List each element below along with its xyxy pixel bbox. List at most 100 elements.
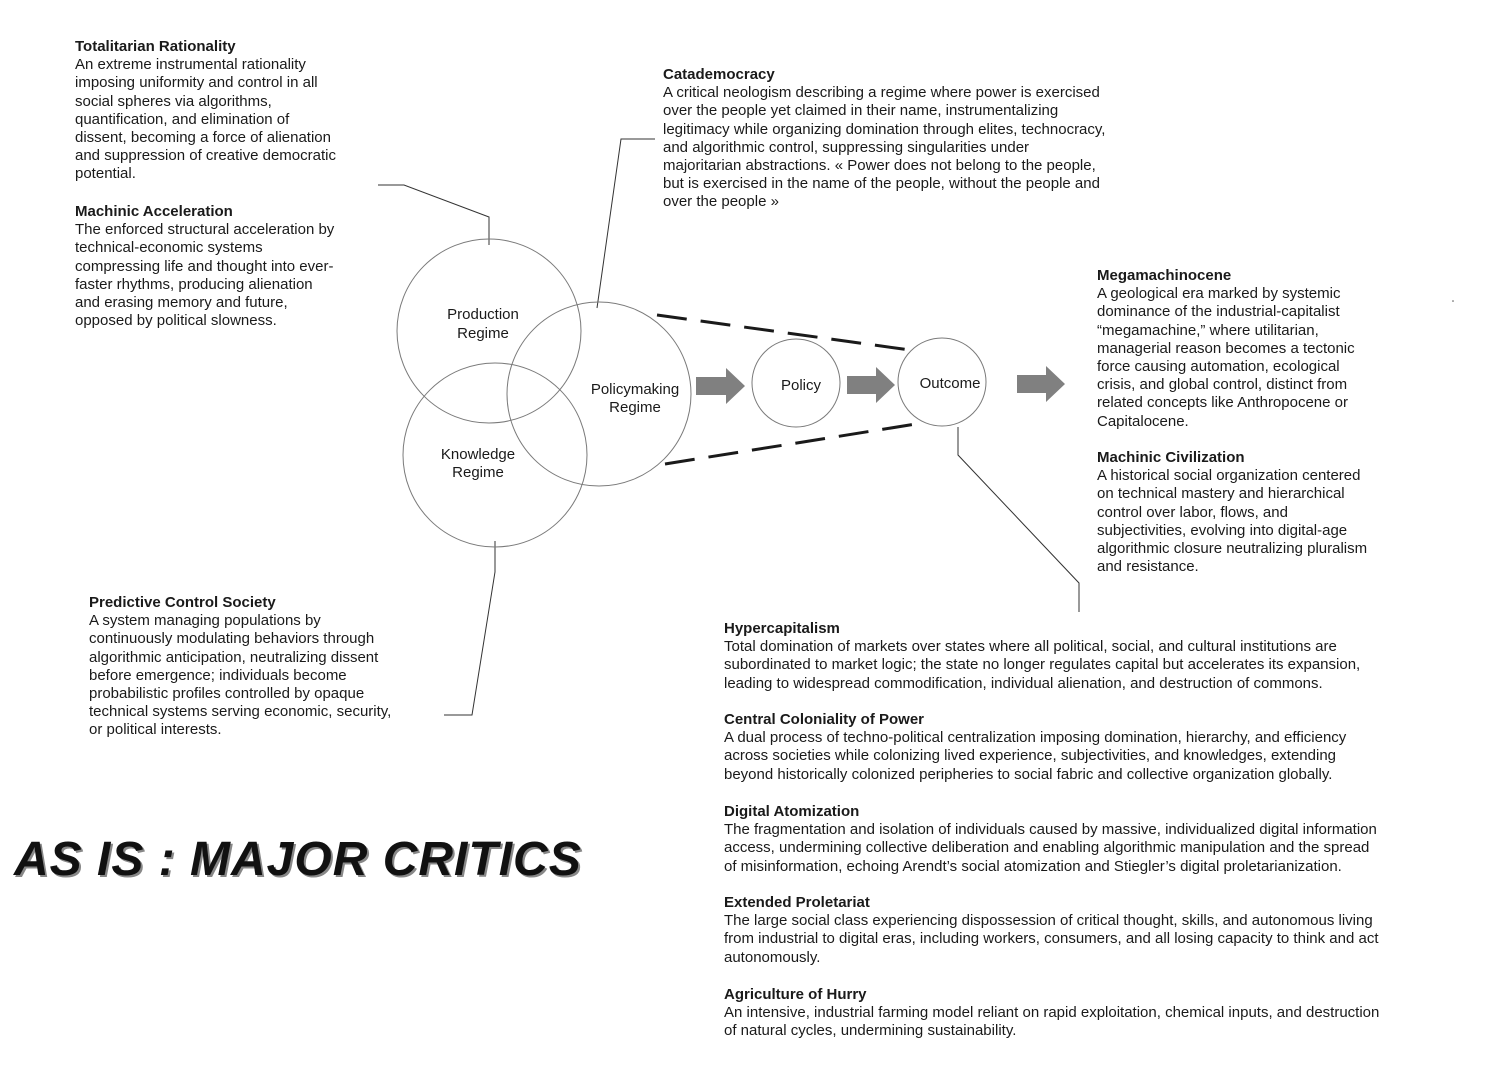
term-description-line: but is exercised in the name of the peop… bbox=[663, 175, 1100, 193]
stray-dot bbox=[1452, 300, 1454, 302]
term-description-line: crisis, and global control, distinct fro… bbox=[1097, 376, 1348, 394]
term-description-line: managerial reason becomes a tectonic bbox=[1097, 339, 1355, 357]
term-machinic-acceleration: Machinic Acceleration The enforced struc… bbox=[75, 203, 395, 330]
term-description-line: legitimacy while organizing domination t… bbox=[663, 120, 1106, 138]
connector-policymaking-to-catademocracy bbox=[596, 138, 655, 309]
term-description-line: and resistance. bbox=[1097, 558, 1199, 576]
term-description-line: dissent, becoming a force of alienation bbox=[75, 129, 331, 147]
term-description: The large social class experiencing disp… bbox=[724, 912, 1474, 967]
term-title: Extended Proletariat bbox=[724, 894, 870, 911]
flow-arrows bbox=[696, 366, 1065, 404]
term-description-line: dominance of the industrial-capitalist bbox=[1097, 303, 1340, 321]
term-hypercapitalism: Hypercapitalism Total domination of mark… bbox=[724, 620, 1474, 693]
term-description-line: across societies while colonizing lived … bbox=[724, 747, 1337, 765]
term-description: An intensive, industrial farming model r… bbox=[724, 1004, 1474, 1040]
knowledge-regime-circle bbox=[402, 362, 588, 548]
term-title: Megamachinocene bbox=[1097, 267, 1232, 284]
term-description-line: The fragmentation and isolation of indiv… bbox=[724, 821, 1377, 839]
term-digital-atomization: Digital Atomization The fragmentation an… bbox=[724, 803, 1474, 876]
term-description: A critical neologism describing a regime… bbox=[663, 84, 1183, 211]
term-description-line: An intensive, industrial farming model r… bbox=[724, 1004, 1380, 1022]
outcome-label: Outcome bbox=[920, 375, 981, 392]
term-description-line: imposing uniformity and control in all bbox=[75, 74, 318, 92]
arrow-right-icon bbox=[696, 368, 745, 404]
term-description-line: on technical mastery and hierarchical bbox=[1097, 485, 1345, 503]
term-description-line: social spheres via algorithms, bbox=[75, 92, 272, 110]
connector-knowledge-to-predictive bbox=[444, 541, 496, 716]
term-description-line: quantification, and elimination of bbox=[75, 110, 290, 128]
term-description-line: A system managing populations by bbox=[89, 612, 321, 630]
term-central-coloniality-of-power: Central Coloniality of Power A dual proc… bbox=[724, 711, 1474, 784]
term-totalitarian-rationality: Totalitarian Rationality An extreme inst… bbox=[75, 38, 395, 184]
term-description-line: A historical social organization centere… bbox=[1097, 467, 1361, 485]
term-extended-proletariat: Extended Proletariat The large social cl… bbox=[724, 894, 1474, 967]
term-description-line: continuously modulating behaviors throug… bbox=[89, 630, 375, 648]
term-description-line: subordinated to market logic; the state … bbox=[724, 656, 1361, 674]
term-description-line: subjectivities, evolving into digital-ag… bbox=[1097, 521, 1348, 539]
production-regime-circle bbox=[396, 238, 582, 424]
funnel-line-bottom bbox=[664, 422, 917, 466]
arrow-right-icon bbox=[1017, 366, 1065, 402]
term-description-line: A dual process of techno-political centr… bbox=[724, 729, 1347, 747]
term-agriculture-of-hurry: Agriculture of Hurry An intensive, indus… bbox=[724, 986, 1474, 1041]
term-description-line: opposed by political slowness. bbox=[75, 312, 277, 330]
term-description-line: and algorithmic control, suppressing sin… bbox=[663, 138, 1030, 156]
term-title: Totalitarian Rationality bbox=[75, 38, 236, 55]
term-description-line: A critical neologism describing a regime… bbox=[663, 84, 1100, 102]
term-description-line: before emergence; individuals become bbox=[89, 666, 347, 684]
term-title: Machinic Civilization bbox=[1097, 449, 1245, 466]
knowledge-regime-label: Regime bbox=[452, 464, 504, 481]
term-description-line: algorithmic closure neutralizing plurali… bbox=[1097, 540, 1368, 558]
arrow-right-icon bbox=[847, 367, 895, 403]
connector-outcome-to-hypercapitalism bbox=[957, 427, 1080, 612]
term-title: Digital Atomization bbox=[724, 803, 860, 820]
term-description-line: or political interests. bbox=[89, 721, 222, 739]
term-description-line: force causing automation, ecological bbox=[1097, 358, 1340, 376]
term-description-line: probabilistic profiles controlled by opa… bbox=[89, 685, 365, 703]
term-title: Central Coloniality of Power bbox=[724, 711, 925, 728]
term-description-line: and erasing memory and future, bbox=[75, 294, 288, 312]
term-description-line: The large social class experiencing disp… bbox=[724, 912, 1373, 930]
term-catademocracy: Catademocracy A critical neologism descr… bbox=[663, 66, 1183, 212]
term-description-line: A geological era marked by systemic bbox=[1097, 285, 1341, 303]
term-description: A historical social organization centere… bbox=[1097, 467, 1437, 576]
connector-production-to-totalitarian bbox=[378, 184, 490, 245]
policymaking-regime-label: Policymaking bbox=[591, 381, 679, 398]
policymaking-regime-label: Regime bbox=[609, 399, 661, 416]
term-description-line: majoritarian abstractions. « Power does … bbox=[663, 157, 1096, 175]
term-description-line: Capitalocene. bbox=[1097, 412, 1189, 430]
term-machinic-civilization: Machinic Civilization A historical socia… bbox=[1097, 449, 1437, 576]
outcome-circle bbox=[897, 337, 987, 427]
term-megamachinocene: Megamachinocene A geological era marked … bbox=[1097, 267, 1437, 431]
term-description-line: from industrial to digital eras, includi… bbox=[724, 930, 1379, 948]
term-description-line: beyond historically colonized peripherie… bbox=[724, 765, 1333, 783]
term-description-line: compressing life and thought into ever- bbox=[75, 257, 334, 275]
page-title: AS IS : MAJOR CRITICS bbox=[14, 833, 582, 886]
term-description-line: over the people » bbox=[663, 193, 779, 211]
production-regime-label: Regime bbox=[457, 325, 509, 342]
term-description-line: faster rhythms, producing alienation bbox=[75, 275, 313, 293]
node-labels: Production Regime Knowledge Regime Polic… bbox=[441, 306, 981, 481]
term-description: A dual process of techno-political centr… bbox=[724, 729, 1474, 784]
knowledge-regime-label: Knowledge bbox=[441, 446, 515, 463]
term-description-line: Total domination of markets over states … bbox=[724, 638, 1337, 656]
term-description-line: access, undermining collective deliberat… bbox=[724, 839, 1370, 857]
term-title: Predictive Control Society bbox=[89, 594, 276, 611]
term-description-line: autonomously. bbox=[724, 948, 821, 966]
term-description-line: “megamachine,” where utilitarian, bbox=[1097, 321, 1319, 339]
term-title: Agriculture of Hurry bbox=[724, 986, 867, 1003]
term-description-line: of natural cycles, undermining sustainab… bbox=[724, 1022, 1017, 1040]
term-description-line: potential. bbox=[75, 165, 136, 183]
policy-circle bbox=[751, 338, 841, 428]
term-description-line: and suppression of creative democratic bbox=[75, 147, 336, 165]
production-regime-label: Production bbox=[447, 306, 519, 323]
term-description-line: The enforced structural acceleration by bbox=[75, 221, 335, 239]
term-description-line: An extreme instrumental rationality bbox=[75, 56, 306, 74]
connector-lines bbox=[378, 138, 1080, 716]
term-description-line: leading to widespread commodification, i… bbox=[724, 674, 1323, 692]
